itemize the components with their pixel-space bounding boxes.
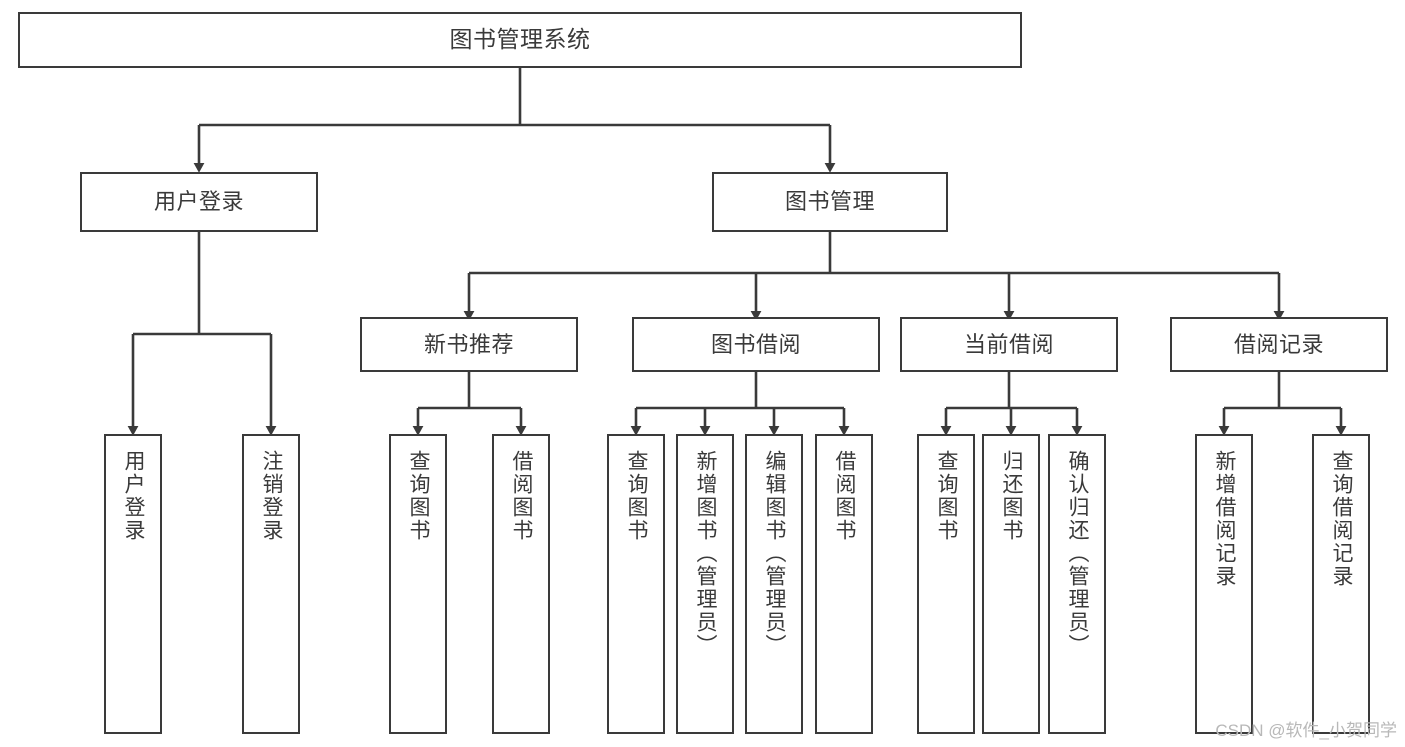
node-new-book-recommend[interactable]: 新书推荐	[360, 317, 578, 372]
node-current-borrow[interactable]: 当前借阅	[900, 317, 1118, 372]
node-user-login-label: 用户登录	[153, 189, 244, 215]
node-leaf-edit-book-label: 编辑图书（管理员）	[763, 450, 787, 657]
node-root[interactable]: 图书管理系统	[18, 12, 1022, 68]
node-leaf-add-book-label: 新增图书（管理员）	[694, 450, 718, 657]
node-leaf-query-book-3[interactable]: 查询图书	[917, 434, 975, 734]
node-leaf-confirm-return[interactable]: 确认归还（管理员）	[1048, 434, 1106, 734]
node-leaf-query-book-2[interactable]: 查询图书	[607, 434, 665, 734]
node-leaf-user-login[interactable]: 用户登录	[104, 434, 162, 734]
node-leaf-query-record[interactable]: 查询借阅记录	[1312, 434, 1370, 734]
node-leaf-add-record[interactable]: 新增借阅记录	[1195, 434, 1253, 734]
node-book-borrow-label: 图书借阅	[710, 331, 801, 357]
node-leaf-logout[interactable]: 注销登录	[242, 434, 300, 734]
node-root-label: 图书管理系统	[449, 26, 591, 53]
node-leaf-confirm-return-label: 确认归还（管理员）	[1066, 450, 1090, 657]
node-book-manage-label: 图书管理	[784, 189, 875, 215]
node-borrow-record[interactable]: 借阅记录	[1170, 317, 1388, 372]
node-leaf-query-book-2-label: 查询图书	[625, 450, 649, 542]
node-leaf-query-record-label: 查询借阅记录	[1330, 450, 1354, 588]
node-leaf-return-book[interactable]: 归还图书	[982, 434, 1040, 734]
node-leaf-borrow-book-1[interactable]: 借阅图书	[492, 434, 550, 734]
node-new-book-recommend-label: 新书推荐	[423, 331, 514, 357]
node-leaf-borrow-book-2[interactable]: 借阅图书	[815, 434, 873, 734]
node-leaf-query-book-1-label: 查询图书	[407, 450, 431, 542]
node-leaf-edit-book[interactable]: 编辑图书（管理员）	[745, 434, 803, 734]
node-leaf-query-book-1[interactable]: 查询图书	[389, 434, 447, 734]
node-leaf-logout-label: 注销登录	[260, 450, 284, 542]
node-leaf-user-login-label: 用户登录	[122, 450, 146, 542]
node-leaf-add-record-label: 新增借阅记录	[1213, 450, 1237, 588]
node-book-borrow[interactable]: 图书借阅	[632, 317, 880, 372]
node-user-login[interactable]: 用户登录	[80, 172, 318, 232]
node-borrow-record-label: 借阅记录	[1233, 331, 1324, 357]
csdn-watermark: CSDN @软件_小贺同学	[1215, 721, 1397, 740]
node-leaf-borrow-book-2-label: 借阅图书	[833, 450, 857, 542]
node-book-manage[interactable]: 图书管理	[712, 172, 948, 232]
node-leaf-borrow-book-1-label: 借阅图书	[510, 450, 534, 542]
node-leaf-return-book-label: 归还图书	[1000, 450, 1024, 542]
node-leaf-query-book-3-label: 查询图书	[935, 450, 959, 542]
node-leaf-add-book[interactable]: 新增图书（管理员）	[676, 434, 734, 734]
node-current-borrow-label: 当前借阅	[963, 331, 1054, 357]
